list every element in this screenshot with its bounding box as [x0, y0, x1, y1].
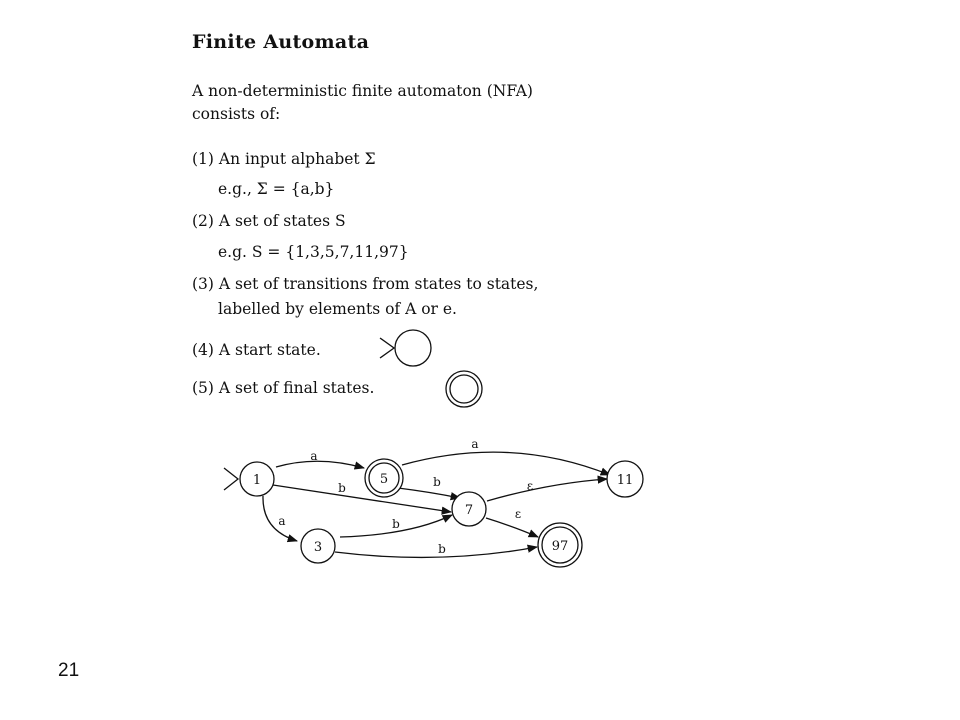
item-4-text: (4) A start state. [192, 341, 321, 359]
nfa-start-arrow-icon [223, 467, 240, 491]
edge-7-11 [486, 475, 609, 502]
edge-1-3 [262, 495, 298, 543]
state-label-7: 7 [465, 503, 473, 518]
start-state-symbol [379, 329, 432, 367]
edge-label-1-3: a [278, 514, 285, 528]
state-97: 97 [537, 522, 583, 568]
state-label-97: 97 [552, 539, 569, 554]
start-arrow-icon [379, 337, 396, 359]
item-3-continuation: labelled by elements of A or e. [218, 300, 457, 318]
intro-line-2: consists of: [192, 105, 281, 123]
state-label-11: 11 [617, 473, 634, 488]
state-11: 11 [606, 460, 644, 498]
item-2-text: (2) A set of states S [192, 212, 346, 230]
item-1-example: e.g., Σ = {a,b} [218, 180, 335, 198]
final-state-symbol [445, 370, 483, 408]
edge-label-1-5: a [310, 449, 317, 463]
item-1-text: (1) An input alphabet Σ [192, 150, 376, 168]
item-5-text: (5) A set of final states. [192, 379, 375, 397]
edge-label-7-11: ε [527, 479, 533, 493]
edge-3-97 [334, 544, 539, 559]
item-2-example: e.g. S = {1,3,5,7,11,97} [218, 243, 409, 261]
edge-3-7 [339, 514, 453, 538]
state-label-1: 1 [253, 473, 261, 488]
nfa-diagram: a b a a b b b ε ε 1 5 3 7 11 [223, 437, 644, 568]
edge-1-5 [275, 460, 366, 470]
edge-label-3-7: b [392, 517, 400, 531]
item-3-text: (3) A set of transitions from states to … [192, 275, 539, 293]
final-state-inner-circle-icon [449, 374, 479, 404]
state-5: 5 [364, 458, 404, 498]
edge-label-7-97: ε [515, 507, 521, 521]
edge-label-5-7: b [433, 475, 441, 489]
page-number: 21 [58, 660, 80, 681]
state-3: 3 [300, 528, 336, 564]
edge-label-1-7: b [338, 481, 346, 495]
state-label-3: 3 [314, 540, 322, 555]
intro-line-1: A non-deterministic finite automaton (NF… [192, 82, 533, 100]
edge-5-11 [401, 451, 611, 476]
final-state-outer-circle-icon [445, 370, 483, 408]
edge-5-7 [397, 487, 462, 501]
edge-label-5-11: a [471, 437, 478, 451]
edge-7-97 [485, 517, 539, 538]
state-7: 7 [451, 491, 487, 527]
edge-1-7 [272, 484, 453, 515]
state-1: 1 [239, 461, 275, 497]
start-state-circle-icon [394, 329, 432, 367]
slide-title: Finite Automata [192, 31, 370, 53]
edge-label-3-97: b [438, 542, 446, 556]
state-label-5: 5 [380, 472, 388, 487]
